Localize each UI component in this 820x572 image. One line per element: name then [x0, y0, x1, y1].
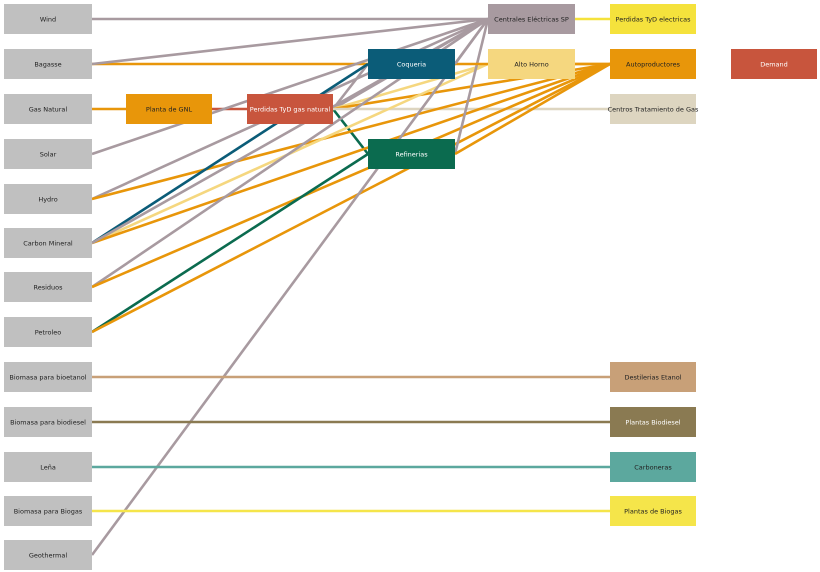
node-box-bagasse — [4, 49, 92, 79]
link-perdidas_gas-to-coqueria — [331, 63, 370, 110]
node-label-carboneras: Carboneras — [634, 463, 672, 471]
node-bio_etanol[interactable]: Biomasa para bioetanol — [4, 362, 92, 392]
node-box-solar — [4, 139, 92, 169]
link-refinerias-to-autoprod — [454, 62, 611, 156]
node-label-carbon: Carbon Mineral — [23, 239, 73, 247]
node-label-destilerias: Destilerias Etanol — [624, 373, 681, 381]
node-box-perdidas_gas — [247, 94, 333, 124]
link-petroleo-to-refinerias — [91, 152, 369, 334]
node-label-planta_gnl: Planta de GNL — [146, 105, 193, 113]
node-box-hydro — [4, 184, 92, 214]
link-coqueria-to-centrales — [453, 18, 490, 65]
node-label-demand: Demand — [760, 60, 788, 68]
node-label-bio_diesel: Biomasa para biodiesel — [10, 418, 86, 426]
node-hydro[interactable]: Hydro — [4, 184, 92, 214]
link-refinerias-to-centrales — [453, 18, 490, 155]
node-carbon[interactable]: Carbon Mineral — [4, 228, 92, 258]
node-label-perdidas_el: Perdidas TyD electricas — [616, 15, 692, 23]
node-box-wind — [4, 4, 92, 34]
node-box-carbon — [4, 228, 92, 258]
node-bio_diesel[interactable]: Biomasa para biodiesel — [4, 407, 92, 437]
node-label-refinerias: Refinerias — [395, 150, 428, 158]
node-lena[interactable]: Leña — [4, 452, 92, 482]
node-label-plantas_bd: Plantas Biodiesel — [625, 418, 680, 426]
node-coqueria[interactable]: Coqueria — [368, 49, 455, 79]
node-box-demand — [731, 49, 817, 79]
node-alto_horno[interactable]: Alto Horno — [488, 49, 575, 79]
node-label-solar: Solar — [40, 150, 57, 158]
node-carboneras[interactable]: Carboneras — [610, 452, 696, 482]
node-box-bio_biogas — [4, 496, 92, 526]
link-perdidas_gas-to-alto_horno — [332, 62, 489, 111]
node-label-centrales: Centrales Eléctricas SP — [494, 15, 569, 23]
node-centros_gas[interactable]: Centros Tratamiento de Gas — [608, 94, 699, 124]
link-solar-to-centrales — [91, 17, 489, 156]
node-box-residuos — [4, 272, 92, 302]
node-label-perdidas_gas: Perdidas TyD gas natural — [250, 105, 331, 113]
node-box-coqueria — [368, 49, 455, 79]
node-box-centrales — [488, 4, 575, 34]
link-bagasse-to-centrales — [91, 17, 489, 66]
node-box-bio_diesel — [4, 407, 92, 437]
node-box-plantas_bg — [610, 496, 696, 526]
node-centrales[interactable]: Centrales Eléctricas SP — [488, 4, 575, 34]
node-box-perdidas_el — [610, 4, 696, 34]
link-carbon-to-autoprod — [91, 62, 611, 245]
node-residuos[interactable]: Residuos — [4, 272, 92, 302]
node-perdidas_gas[interactable]: Perdidas TyD gas natural — [247, 94, 333, 124]
node-label-bagasse: Bagasse — [34, 60, 61, 68]
node-box-geothermal — [4, 540, 92, 570]
node-perdidas_el[interactable]: Perdidas TyD electricas — [610, 4, 696, 34]
node-plantas_bd[interactable]: Plantas Biodiesel — [610, 407, 696, 437]
node-petroleo[interactable]: Petroleo — [4, 317, 92, 347]
node-label-geothermal: Geothermal — [29, 551, 68, 559]
node-planta_gnl[interactable]: Planta de GNL — [126, 94, 212, 124]
node-label-gas_natural: Gas Natural — [29, 105, 68, 113]
link-geothermal-to-centrales — [90, 18, 490, 556]
node-label-hydro: Hydro — [38, 195, 57, 203]
node-geothermal[interactable]: Geothermal — [4, 540, 92, 570]
node-box-carboneras — [610, 452, 696, 482]
node-refinerias[interactable]: Refinerias — [368, 139, 455, 169]
node-box-lena — [4, 452, 92, 482]
node-autoprod[interactable]: Autoproductores — [610, 49, 696, 79]
node-label-residuos: Residuos — [33, 283, 63, 291]
node-box-planta_gnl — [126, 94, 212, 124]
node-label-petroleo: Petroleo — [35, 328, 62, 336]
link-hydro-to-autoprod — [91, 62, 611, 201]
node-label-coqueria: Coqueria — [397, 60, 426, 68]
node-box-gas_natural — [4, 94, 92, 124]
node-destilerias[interactable]: Destilerias Etanol — [610, 362, 696, 392]
node-box-destilerias — [610, 362, 696, 392]
node-box-centros_gas — [610, 94, 696, 124]
node-label-bio_biogas: Biomasa para Biogas — [14, 507, 83, 515]
link-carbon-to-coqueria — [91, 62, 369, 245]
node-label-bio_etanol: Biomasa para bioetanol — [9, 373, 86, 381]
node-gas_natural[interactable]: Gas Natural — [4, 94, 92, 124]
node-label-centros_gas: Centros Tratamiento de Gas — [608, 105, 699, 113]
node-box-plantas_bd — [610, 407, 696, 437]
node-box-petroleo — [4, 317, 92, 347]
node-box-autoprod — [610, 49, 696, 79]
node-bio_biogas[interactable]: Biomasa para Biogas — [4, 496, 92, 526]
node-box-bio_etanol — [4, 362, 92, 392]
node-bagasse[interactable]: Bagasse — [4, 49, 92, 79]
link-petroleo-to-autoprod — [91, 62, 611, 334]
node-box-refinerias — [368, 139, 455, 169]
node-label-plantas_bg: Plantas de Biogas — [624, 507, 682, 515]
node-label-lena: Leña — [40, 463, 56, 471]
node-box-alto_horno — [488, 49, 575, 79]
node-wind[interactable]: Wind — [4, 4, 92, 34]
node-demand[interactable]: Demand — [731, 49, 817, 79]
node-label-wind: Wind — [40, 15, 56, 23]
node-solar[interactable]: Solar — [4, 139, 92, 169]
node-label-autoprod: Autoproductores — [626, 60, 681, 68]
node-plantas_bg[interactable]: Plantas de Biogas — [610, 496, 696, 526]
link-residuos-to-autoprod — [91, 62, 611, 289]
node-label-alto_horno: Alto Horno — [514, 60, 548, 68]
